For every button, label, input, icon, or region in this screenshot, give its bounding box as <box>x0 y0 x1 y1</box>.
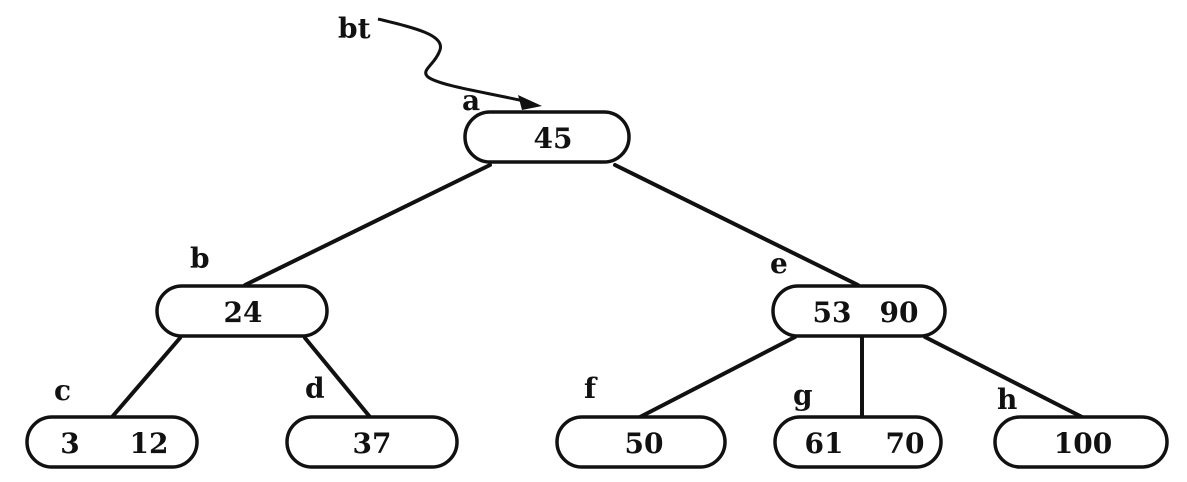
node-f: f 50 <box>555 372 727 469</box>
node-c: c 3 12 <box>25 374 199 469</box>
node-label: g <box>793 379 813 412</box>
node-key: 45 <box>534 122 573 155</box>
edge-b-c <box>110 336 182 419</box>
pointer-curve <box>377 17 529 104</box>
node-box <box>25 415 199 469</box>
edge-a-b <box>243 163 492 287</box>
edge-e-f <box>638 335 797 419</box>
node-label: e <box>770 247 788 280</box>
node-key: 37 <box>353 427 392 460</box>
node-a: a 45 <box>462 84 631 164</box>
node-box <box>155 284 329 338</box>
node-key: 12 <box>130 427 169 460</box>
node-label: b <box>190 242 210 275</box>
node-key: 61 <box>805 427 844 460</box>
edge-b-d <box>303 336 372 419</box>
edges-layer <box>110 163 1084 419</box>
nodes-layer: a 45 b 24 e 53 90 c 3 12 d 37 <box>25 84 1169 469</box>
node-key: 50 <box>625 427 664 460</box>
pointer-arrowhead <box>518 95 542 110</box>
node-box <box>773 415 943 469</box>
node-g: g 61 70 <box>773 379 943 469</box>
node-box <box>993 415 1169 469</box>
node-d: d 37 <box>285 372 459 469</box>
node-key: 3 <box>60 427 79 460</box>
node-key: 70 <box>886 427 925 460</box>
node-label: a <box>462 84 480 117</box>
node-box <box>463 110 631 164</box>
node-box <box>555 415 727 469</box>
node-b: b 24 <box>155 242 329 338</box>
node-label: f <box>584 372 598 405</box>
node-e: e 53 90 <box>770 247 947 338</box>
node-key: 24 <box>224 296 263 329</box>
node-h: h 100 <box>993 383 1169 469</box>
node-box <box>285 415 459 469</box>
root-pointer: bt <box>338 12 542 110</box>
node-key: 53 <box>813 296 852 329</box>
node-label: h <box>997 383 1017 416</box>
node-label: c <box>54 374 71 407</box>
pointer-label: bt <box>338 12 371 45</box>
node-box <box>771 284 947 338</box>
node-key: 90 <box>880 296 919 329</box>
edge-a-e <box>613 163 860 287</box>
edge-e-h <box>923 335 1084 419</box>
node-key: 100 <box>1054 427 1112 460</box>
node-label: d <box>305 372 325 405</box>
